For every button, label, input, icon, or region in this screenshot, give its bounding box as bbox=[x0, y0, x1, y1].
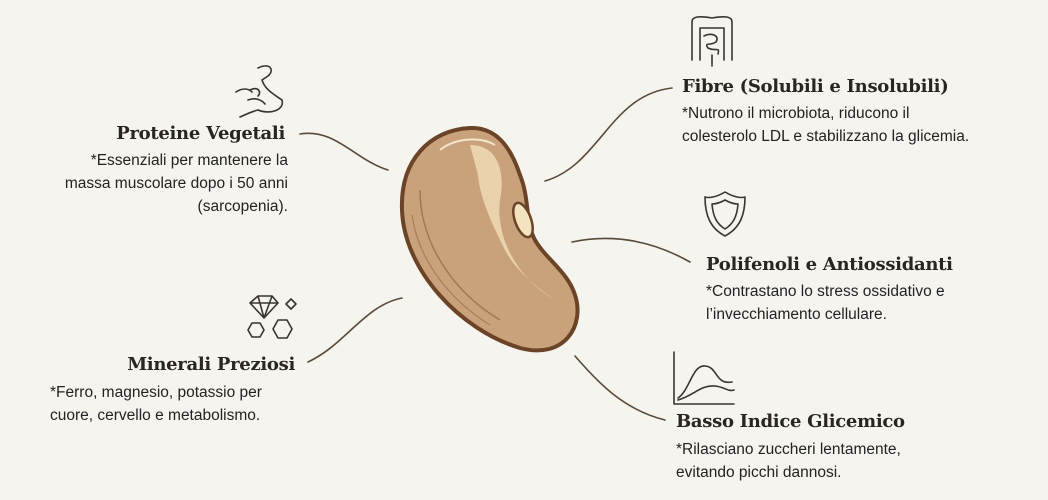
description-line: colesterolo LDL e stabilizzano la glicem… bbox=[682, 128, 970, 145]
description-line: cuore, cervello e metabolismo. bbox=[50, 407, 261, 424]
description-line: *Rilasciano zuccheri lentamente, bbox=[676, 441, 901, 458]
shield-icon bbox=[704, 191, 746, 237]
benefit-title: Proteine Vegetali bbox=[116, 123, 285, 144]
description-line: *Essenziali per mantenere la bbox=[90, 152, 288, 169]
benefit-description: *Rilasciano zuccheri lentamente, evitand… bbox=[676, 438, 901, 484]
description-line: (sarcopenia). bbox=[197, 198, 288, 215]
description-line: l’invecchiamento cellulare. bbox=[706, 306, 887, 323]
benefit-title: Fibre (Solubili e Insolubili) bbox=[682, 76, 949, 97]
flexed-arm-icon bbox=[235, 65, 284, 118]
description-line: massa muscolare dopo i 50 anni bbox=[64, 175, 288, 192]
gems-icon bbox=[247, 295, 297, 339]
description-line: *Nutrono il microbiota, riducono il bbox=[682, 105, 910, 122]
benefit-description: *Contrastano lo stress ossidativo e l’in… bbox=[706, 280, 945, 326]
benefit-title: Minerali Preziosi bbox=[127, 354, 295, 375]
connector-minerali bbox=[307, 297, 403, 363]
description-line: evitando picchi dannosi. bbox=[676, 464, 842, 481]
connector-glicemico bbox=[574, 355, 666, 421]
bean-icon bbox=[399, 125, 580, 353]
description-line: *Ferro, magnesio, potassio per bbox=[50, 384, 262, 401]
connector-fibre bbox=[544, 87, 673, 182]
benefit-title: Polifenoli e Antiossidanti bbox=[706, 254, 953, 275]
benefit-description: *Ferro, magnesio, potassio per cuore, ce… bbox=[50, 381, 262, 427]
description-line: *Contrastano lo stress ossidativo e bbox=[706, 283, 945, 300]
connector-proteine bbox=[299, 132, 389, 171]
line-graph-icon bbox=[673, 351, 735, 405]
connector-polifenoli bbox=[571, 237, 691, 263]
intestine-icon bbox=[691, 16, 733, 67]
benefit-title: Basso Indice Glicemico bbox=[676, 411, 905, 432]
benefit-description: *Essenziali per mantenere la massa musco… bbox=[65, 149, 288, 218]
benefit-description: *Nutrono il microbiota, riducono il cole… bbox=[682, 102, 969, 148]
